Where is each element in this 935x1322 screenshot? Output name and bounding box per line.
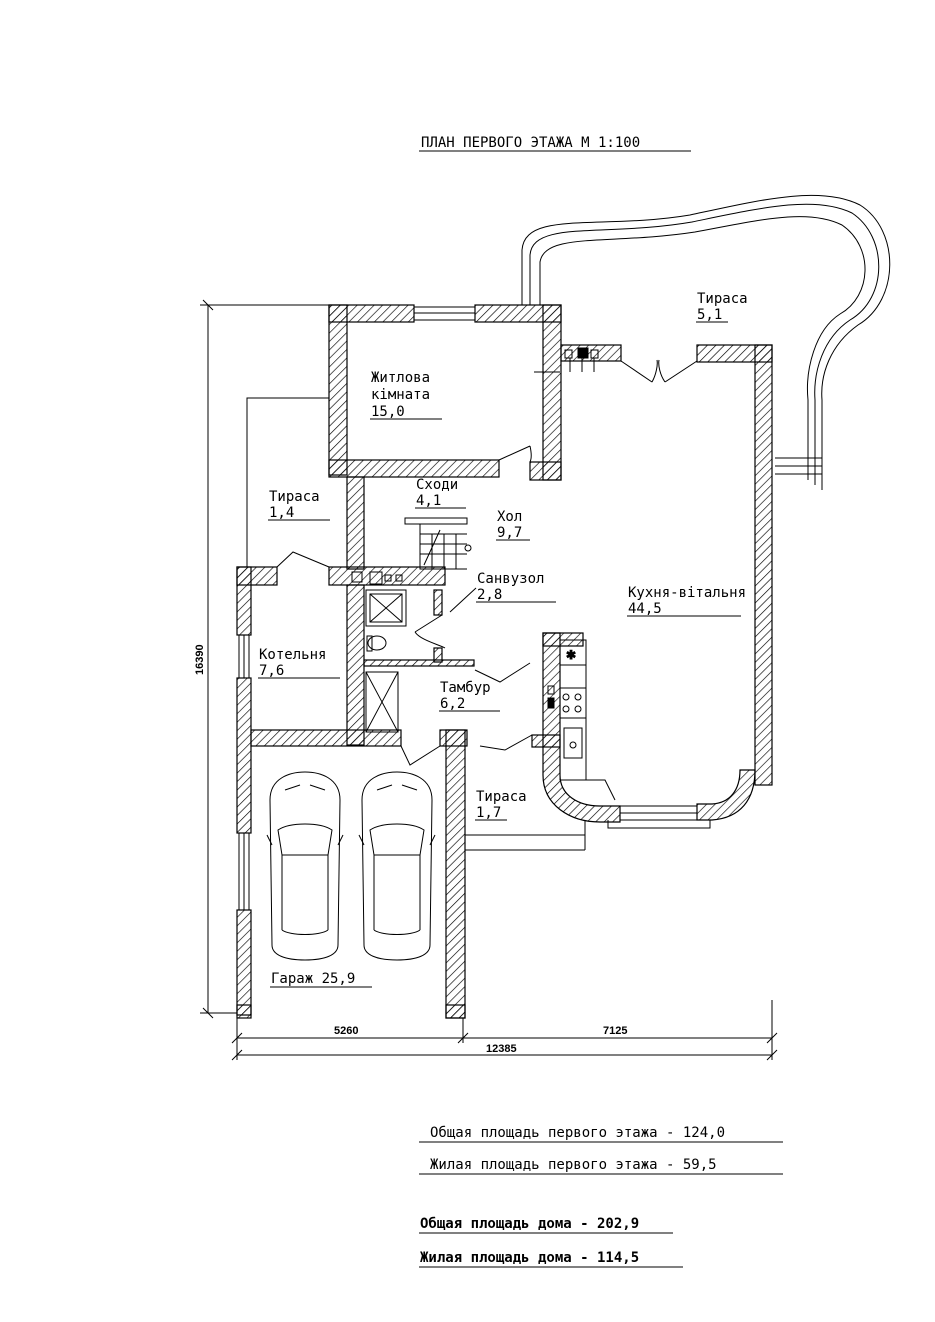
- dimension-total-width: 12385: [486, 1043, 517, 1055]
- summary-floor-living: Жилая площадь первого этажа - 59,5: [430, 1157, 717, 1173]
- terrace-curve: [521, 194, 891, 490]
- room-area-vestibule: 6,2: [440, 696, 465, 712]
- chimneys: [351, 347, 599, 585]
- summary-house-total: Общая площадь дома - 202,9: [420, 1216, 639, 1232]
- car-icon: [266, 771, 344, 961]
- plan-title: ПЛАН ПЕРВОГО ЭТАЖА М 1:100: [421, 135, 640, 151]
- dimension-lines: [200, 299, 778, 1061]
- room-name-living-room: Житлова: [371, 370, 430, 386]
- room-area-hall: 9,7: [497, 525, 522, 541]
- room-area-terrace-top: 5,1: [697, 307, 722, 323]
- dimension-right-width: 7125: [603, 1025, 627, 1037]
- room-name-hall: Хол: [497, 509, 522, 525]
- room-name-kitchen: Кухня-вітальня: [628, 585, 746, 601]
- summary-floor-total: Общая площадь первого этажа - 124,0: [430, 1125, 725, 1141]
- room-area-terrace-left: 1,4: [269, 505, 294, 521]
- summary-house-living: Жилая площадь дома - 114,5: [420, 1250, 639, 1266]
- svg-text:✱: ✱: [566, 648, 576, 662]
- walls: [236, 304, 773, 1019]
- car-icon: [358, 771, 436, 961]
- room-name-terrace-bottom: Тираса: [476, 789, 527, 805]
- room-label-garage: Гараж 25,9: [271, 971, 355, 987]
- kitchen-fixtures: ✱: [547, 639, 616, 801]
- room-name-stairs: Сходи: [416, 477, 458, 493]
- dimension-height: 16390: [194, 644, 206, 675]
- dimension-left-width: 5260: [334, 1025, 358, 1037]
- room-area-boiler: 7,6: [259, 663, 284, 679]
- room-name-living-room-2: кімната: [371, 387, 430, 403]
- room-name-terrace-left: Тираса: [269, 489, 320, 505]
- room-area-stairs: 4,1: [416, 493, 441, 509]
- room-name-boiler: Котельня: [259, 647, 326, 663]
- doors: [276, 359, 698, 766]
- room-area-living-room: 15,0: [371, 404, 405, 420]
- terrace-edges: [246, 397, 586, 851]
- room-area-bathroom: 2,8: [477, 587, 502, 603]
- stairs: [404, 517, 472, 570]
- room-name-terrace-top: Тираса: [697, 291, 748, 307]
- bathroom-fixtures: [365, 589, 407, 733]
- room-area-terrace-bottom: 1,7: [476, 805, 501, 821]
- room-name-vestibule: Тамбур: [440, 680, 491, 696]
- windows: [238, 306, 711, 911]
- room-labels: Тираса 5,1 Житлова кімната 15,0 Сходи 4,…: [258, 291, 748, 988]
- room-name-bathroom: Санвузол: [477, 571, 544, 587]
- room-area-kitchen: 44,5: [628, 601, 662, 617]
